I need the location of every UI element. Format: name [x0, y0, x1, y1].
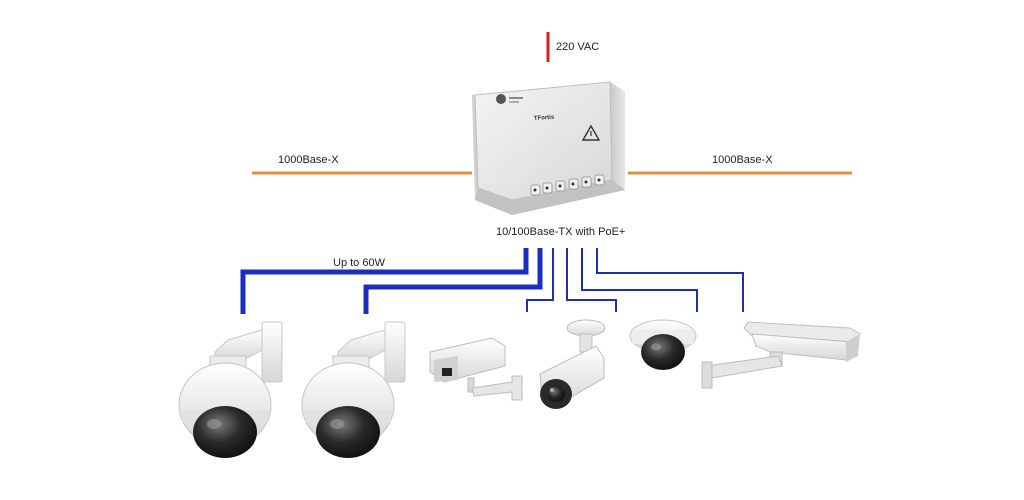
housing-camera-icon — [701, 321, 861, 389]
ptz-dome-camera-icon — [301, 321, 406, 458]
poe-plus-cable-2 — [363, 248, 543, 314]
power-supply-label: 220 VAC — [556, 41, 600, 53]
poe-cable-6 — [596, 248, 744, 312]
poe-cable-3 — [526, 248, 554, 312]
bullet-camera-icon — [539, 319, 606, 409]
ports-label: 10/100Base-TX with PoE+ — [496, 226, 626, 238]
poe-cable-5 — [581, 248, 698, 312]
poe-cable-4 — [566, 248, 617, 312]
switch-brand-label: TFortis — [534, 115, 555, 122]
poe-switch-enclosure-icon: TFortis — [472, 81, 625, 215]
ptz-dome-camera-icon — [178, 321, 283, 458]
uplink-left-label: 1000Base-X — [278, 154, 339, 166]
poe-plus-cable-1 — [240, 248, 529, 314]
uplink-right-label: 1000Base-X — [712, 154, 773, 166]
poe-plus-budget-label: Up to 60W — [333, 257, 385, 269]
box-camera-icon — [429, 337, 523, 401]
fixed-dome-camera-icon — [629, 319, 697, 370]
